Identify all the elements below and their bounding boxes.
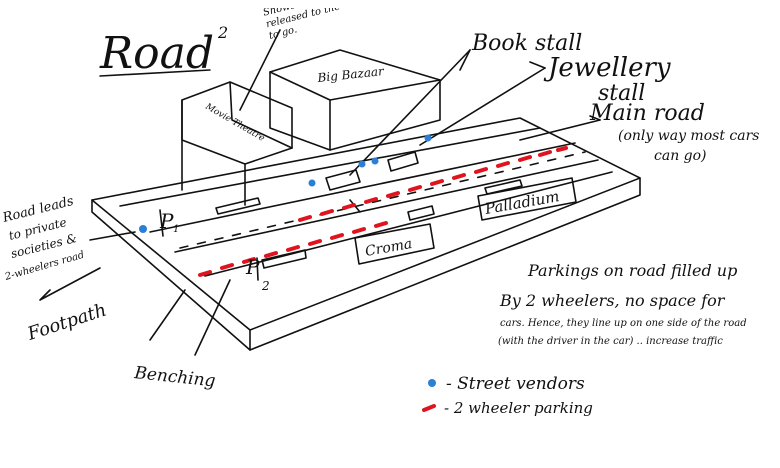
road-slab: [91, 117, 641, 351]
jewellery-stall-label-2: stall: [598, 81, 645, 106]
parking-note-line-4: (with the driver in the car) .. increase…: [498, 336, 723, 347]
movie-theatre-label: Movie Theatre: [203, 101, 266, 143]
legend-parking-label: - 2 wheeler parking: [444, 399, 593, 417]
benching-label: Benching: [132, 363, 216, 391]
title-superscript: 2: [217, 23, 228, 42]
legend-vendor-dot: [428, 379, 436, 387]
main-road-note-1: (only way most cars: [618, 128, 759, 144]
leader-lines: [39, 29, 601, 356]
main-road-note-2: can go): [654, 148, 707, 164]
movie-theatre-building: [181, 81, 293, 206]
street-vendor-dots: [139, 134, 432, 233]
big-bazaar-building: [269, 49, 441, 151]
title-underline: [99, 69, 211, 77]
croma-label: Croma: [364, 236, 414, 260]
legend-vendors-label: - Street vendors: [446, 374, 585, 394]
title-text: Road: [99, 28, 214, 79]
p-markers: [159, 209, 259, 281]
parking-note-line-2: By 2 wheelers, no space for: [499, 291, 726, 310]
legend-parking-mark: [422, 404, 436, 412]
parking-note-line-1: Parkings on road filled up: [527, 261, 737, 280]
croma-box: [354, 223, 435, 265]
p1-subscript: 1: [173, 224, 179, 235]
lane-markings: [179, 151, 586, 249]
palladium-box: [477, 177, 577, 221]
footpath-label: Footpath: [24, 300, 109, 345]
p1-label: P: [159, 209, 174, 233]
parking-note-line-3: cars. Hence, they line up on one side of…: [500, 318, 747, 329]
cinema-note: Shows end every few minutes, cars are re…: [262, 8, 479, 42]
legend: - Street vendors - 2 wheeler parking: [422, 374, 593, 417]
stalls: [215, 151, 523, 269]
two-wheeler-parking-marks: [198, 146, 568, 277]
p2-label: P: [245, 255, 260, 279]
main-road-label: Main road: [589, 101, 705, 126]
jewellery-stall-label-1: Jewellery: [543, 53, 671, 83]
book-stall-label: Book stall: [471, 31, 582, 56]
p2-subscript: 2: [261, 279, 270, 293]
